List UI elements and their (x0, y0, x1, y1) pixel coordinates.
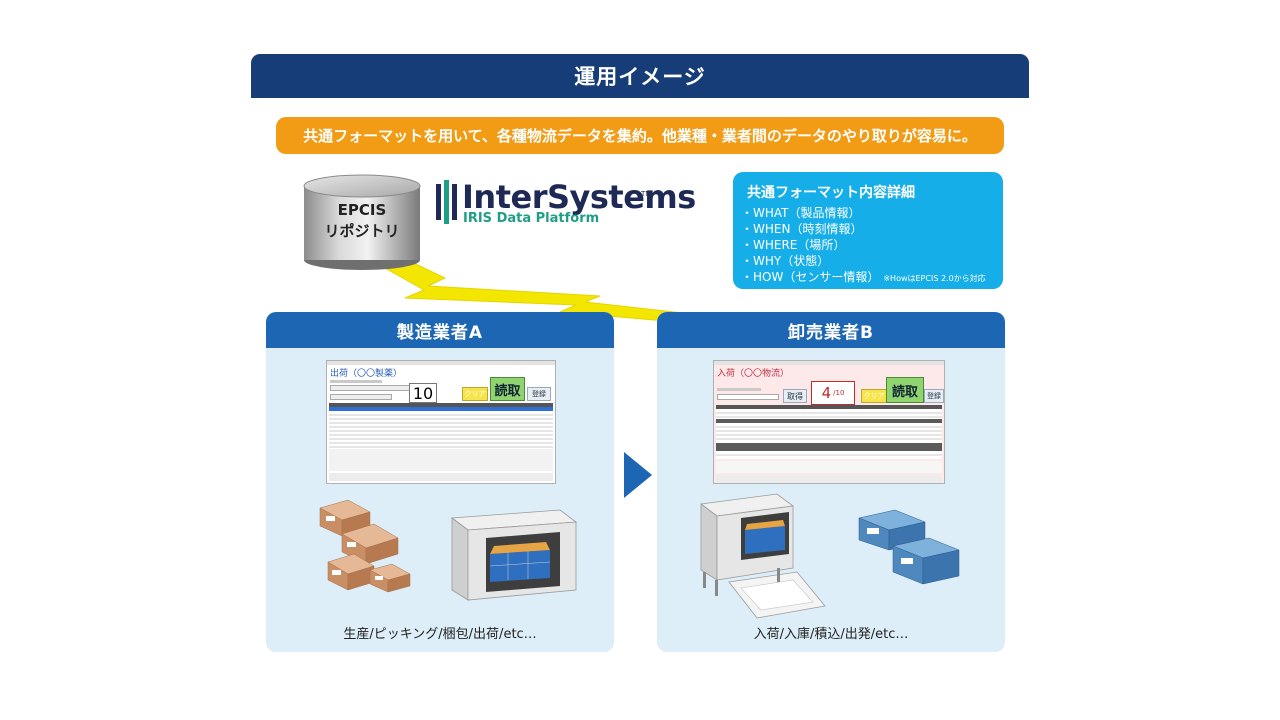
screen-title: 出荷（〇〇製薬） (330, 369, 403, 379)
clear-button[interactable]: クリア (861, 389, 887, 403)
manufacturer-panel: 製造業者A 出荷（〇〇製薬） 10 クリア 読取 登録 (266, 312, 614, 652)
page-title: 運用イメージ (251, 54, 1029, 98)
list-item-note: ※HowはEPCIS 2.0から対応 (883, 274, 986, 283)
read-count: 10 (409, 383, 437, 403)
list-item-label: ・WHAT（製品情報） (741, 206, 861, 220)
cardboard-boxes-icon (319, 499, 411, 593)
clear-button[interactable]: クリア (462, 387, 488, 401)
wholesaler-processes: 入荷/入庫/積込/出発/etc… (753, 627, 909, 642)
list-item: ・HOW（センサー情報）※HowはEPCIS 2.0から対応 (741, 269, 986, 287)
list-item-label: ・WHEN（時刻情報） (741, 222, 863, 236)
window-titlebar (714, 361, 944, 365)
rfid-reader-cabinet-icon (450, 509, 578, 601)
wholesaler-panel: 卸売業者B 入荷（〇〇物流） 取得 4/10 クリア 読取 登録 (657, 312, 1005, 652)
wholesaler-panel-title: 卸売業者B (657, 312, 1005, 348)
read-count-total: /10 (833, 389, 845, 397)
manufacturer-processes: 生産/ピッキング/梱包/出荷/etc… (343, 627, 537, 642)
format-detail-box: 共通フォーマット内容詳細 ・WHAT（製品情報） ・WHEN（時刻情報） ・WH… (733, 172, 1003, 289)
register-button[interactable]: 登録 (924, 389, 944, 403)
text-line (330, 380, 382, 383)
code-field (330, 385, 414, 391)
text-line (717, 388, 761, 391)
shipping-app-screenshot: 出荷（〇〇製薬） 10 クリア 読取 登録 (326, 360, 556, 484)
read-button[interactable]: 読取 (490, 377, 525, 401)
repository-label-line1: EPCIS (337, 201, 387, 219)
format-detail-heading: 共通フォーマット内容詳細 (747, 185, 915, 201)
register-button[interactable]: 登録 (527, 387, 551, 401)
tag-data-table (716, 405, 942, 483)
tag-data-table (329, 403, 553, 481)
read-count: 4/10 (811, 381, 855, 405)
database-icon (303, 174, 421, 270)
window-titlebar (327, 361, 555, 365)
list-item: ・WHY（状態） (741, 253, 986, 269)
logo-subtitle: IRIS Data Platform (463, 211, 600, 226)
read-button[interactable]: 読取 (886, 377, 924, 403)
intersystems-logo-icon (436, 180, 457, 224)
id-field (717, 394, 779, 400)
list-item: ・WHERE（場所） (741, 237, 986, 253)
list-item-label: ・WHY（状態） (741, 254, 830, 268)
summary-banner: 共通フォーマットを用いて、各種物流データを集約。他業種・業者間のデータのやり取り… (276, 117, 1004, 154)
receiving-app-screenshot: 入荷（〇〇物流） 取得 4/10 クリア 読取 登録 (713, 360, 945, 484)
screen-title: 入荷（〇〇物流） (717, 369, 790, 379)
fetch-button[interactable]: 取得 (783, 389, 807, 403)
arrow-right-icon (624, 452, 652, 498)
list-item-label: ・HOW（センサー情報） (741, 270, 880, 284)
logo-name: InterSystems (462, 178, 696, 216)
id-field (330, 394, 392, 400)
list-item: ・WHAT（製品情報） (741, 205, 986, 221)
list-item-label: ・WHERE（場所） (741, 238, 846, 252)
repository-label: EPCIS リポジトリ (300, 200, 424, 242)
repository-label-line2: リポジトリ (324, 222, 400, 240)
read-count-value: 4 (821, 384, 832, 402)
blue-boxes-icon (858, 509, 960, 585)
rfid-reader-cabinet-icon (699, 493, 826, 619)
format-detail-list: ・WHAT（製品情報） ・WHEN（時刻情報） ・WHERE（場所） ・WHY（… (741, 205, 986, 287)
list-item: ・WHEN（時刻情報） (741, 221, 986, 237)
manufacturer-panel-title: 製造業者A (266, 312, 614, 348)
logo-trademark: TM (641, 190, 652, 198)
